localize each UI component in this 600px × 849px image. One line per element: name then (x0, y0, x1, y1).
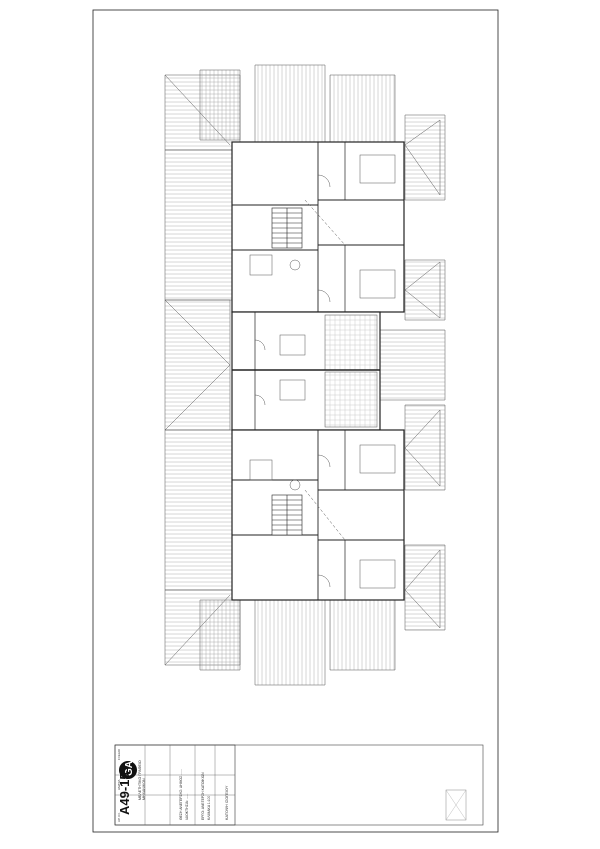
door-swing (317, 289, 331, 303)
section-guide (304, 199, 346, 246)
drawing-title: ΚΑΤΟΨΗ ΙΣΟΓΕΙΟΥ (225, 785, 229, 820)
roof-top-right (329, 74, 396, 146)
roof-hip-right (404, 409, 441, 487)
roof-eave-right-bottom (404, 544, 446, 631)
round-table (289, 479, 301, 491)
roof-eave-left-lower (164, 429, 236, 591)
staircase-upper (271, 207, 303, 249)
tiled-floor-area (324, 371, 378, 428)
dining-table (279, 379, 306, 401)
small-label-drawing: ΣΧΕΔΙΟ (117, 748, 121, 760)
tiled-floor-area (324, 314, 378, 371)
roof-bottom-center (254, 599, 326, 686)
bed (359, 559, 396, 589)
roof-hip-right (404, 119, 441, 196)
roof-eave-left-upper (164, 149, 236, 301)
roof-eave-right-mid (379, 329, 446, 401)
bed (359, 154, 396, 184)
door-swing (317, 574, 331, 588)
door-swing (317, 454, 331, 468)
floor-plan (164, 64, 446, 686)
svg-text:GA: GA (124, 761, 135, 776)
staircase-lower (271, 494, 303, 536)
small-label-number: ΑΡ. ΣΧ. (117, 812, 121, 822)
bed (359, 444, 396, 474)
section-guide (304, 489, 346, 541)
roof-bottom-left (199, 599, 241, 671)
bed (359, 269, 396, 299)
roof-top-left (199, 69, 241, 141)
title-block-frame (114, 744, 236, 826)
sofa (249, 254, 273, 276)
stamp-box (445, 789, 467, 821)
roof-eave-right-lower (404, 404, 446, 491)
sofa (249, 459, 273, 481)
roof-hip-right (404, 549, 441, 629)
roof-eave-right-upper (404, 259, 446, 321)
project-line-3: ΕΡΓΟ: ΑΝΕΓΕΡΣΗ ΚΑΤΟΙΚΙΩΝ (201, 772, 205, 820)
dining-table (279, 334, 306, 356)
door-swing (317, 174, 331, 188)
round-table (289, 259, 301, 271)
company-line-2: ΜΗΧΑΝΙΚΩΝ (142, 778, 146, 800)
roof-eave-right-top (404, 114, 446, 201)
company-logo: GA (119, 761, 137, 779)
roof-hip-line (164, 364, 231, 431)
title-block: GA A49-15 ΜΕΛΕΤΗΤΙΚΟ ΓΡΑΦΕΙΟ ΜΗΧΑΝΙΚΩΝ Σ… (114, 744, 236, 826)
roof-bottom-right (329, 599, 396, 671)
project-line-1: ΘΕΣΗ ΑΝΕΓΕΡΣΗΣ: ΔΗΜΟΣ ...... (179, 769, 183, 820)
sheet-border (92, 9, 499, 833)
roof-hip-right (404, 261, 441, 319)
roof-top-center (254, 64, 326, 146)
sheet-number: A49-15 (117, 772, 132, 815)
small-label-date: ΗΜ/ΝΙΑ (117, 780, 121, 791)
roof-eave-left-mid (164, 299, 231, 431)
roof-hip-line (164, 299, 231, 366)
door-swing (254, 339, 266, 351)
door-swing (254, 394, 266, 406)
company-line-1: ΜΕΛΕΤΗΤΙΚΟ ΓΡΑΦΕΙΟ (138, 760, 142, 800)
project-line-4: ΚΛΙΜΑΚΑ 1:100 (207, 796, 211, 820)
project-line-2: ΙΔΙΟΚΤΗΣΙΑ: ...... (185, 794, 189, 820)
